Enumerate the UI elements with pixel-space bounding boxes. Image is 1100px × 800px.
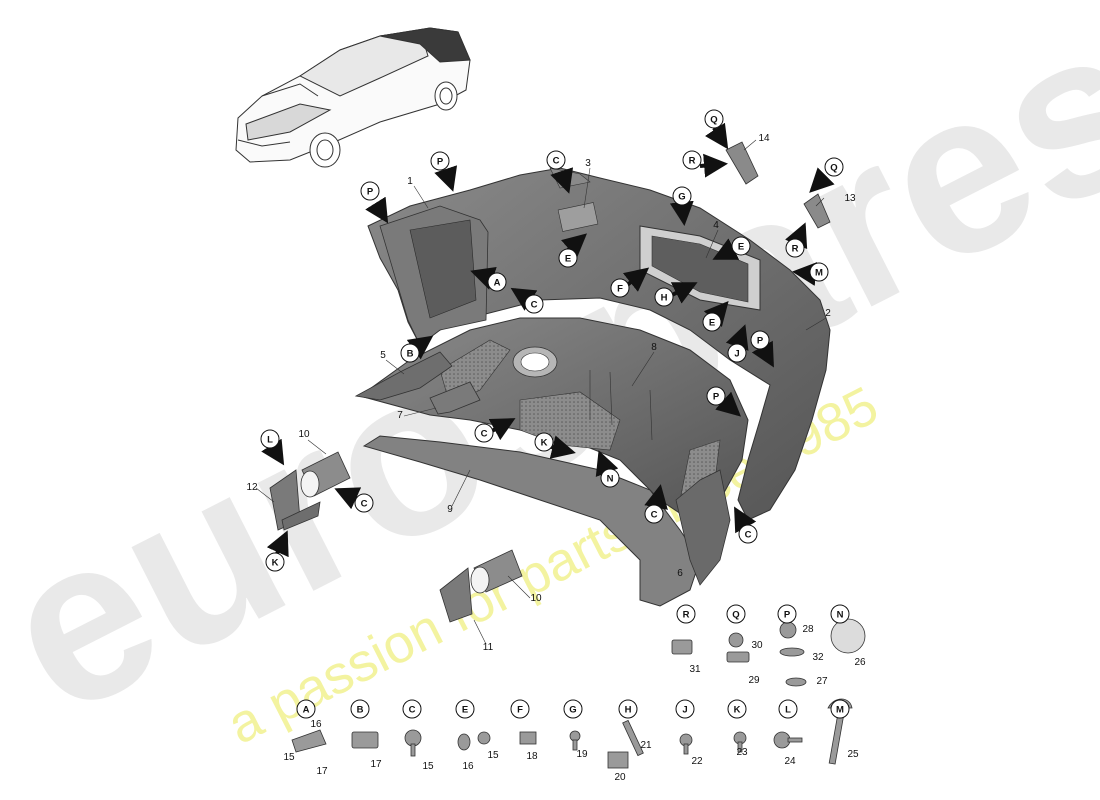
part-label-21: 21 [640, 740, 652, 751]
leader-arrows [261, 122, 835, 558]
part-label-24: 24 [784, 756, 796, 767]
part-label-16: 16 [462, 761, 474, 772]
part-label-26: 26 [854, 657, 866, 668]
callout-letters: P P C E A C B Q R Q R G F E H E M J P P … [267, 115, 844, 716]
part-label-10: 10 [298, 429, 310, 440]
part-label-6: 6 [677, 568, 683, 579]
legend-letter-h: H [625, 705, 632, 716]
callout-j: J [734, 349, 739, 360]
legend-letter-l: L [785, 705, 791, 716]
legend-letter-n: N [837, 610, 844, 621]
part-label-5: 5 [380, 350, 386, 361]
rear-diffuser [358, 317, 749, 521]
part-label-10: 10 [530, 593, 542, 604]
legend-letter-e: E [462, 705, 468, 716]
fastener-icons [291, 618, 866, 769]
legend-letter-g: G [569, 705, 576, 716]
callout-f: F [617, 284, 623, 295]
reflectors [725, 141, 831, 229]
callout-m: M [815, 268, 823, 279]
part-label-15: 15 [487, 750, 499, 761]
callout-c: C [553, 156, 560, 167]
callout-q: Q [710, 115, 717, 126]
callout-p: P [437, 157, 444, 168]
callout-p: P [367, 187, 374, 198]
callout-c: C [531, 300, 538, 311]
part-label-30: 30 [751, 640, 763, 651]
part-label-17: 17 [370, 759, 382, 770]
part-label-31: 31 [689, 664, 701, 675]
callout-c: C [651, 510, 658, 521]
callout-n: N [607, 474, 614, 485]
part-label-15: 15 [422, 761, 434, 772]
callout-r: R [792, 244, 799, 255]
callout-h: H [661, 293, 668, 304]
legend-letter-j: J [682, 705, 687, 716]
part-label-18: 18 [526, 751, 538, 762]
legend-letter-k: K [734, 705, 741, 716]
callout-r: R [689, 156, 696, 167]
part-label-29: 29 [748, 675, 760, 686]
callout-q: Q [830, 163, 837, 174]
part-label-13: 13 [844, 193, 856, 204]
part-label-28: 28 [802, 624, 814, 635]
callout-g: G [678, 192, 685, 203]
legend-letter-p: P [784, 610, 791, 621]
legend-letter-c: C [409, 705, 416, 716]
part-label-3: 3 [585, 158, 591, 169]
vehicle-overview-illustration [235, 27, 471, 168]
legend-letter-q: Q [732, 610, 739, 621]
part-label-12: 12 [246, 482, 258, 493]
callout-e: E [565, 254, 571, 265]
callout-k: K [541, 438, 548, 449]
part-label-4: 4 [713, 220, 719, 231]
part-label-15: 15 [283, 752, 295, 763]
part-numbers: 1 2 3 4 5 6 7 8 9 10 10 11 12 13 14 15 1… [246, 133, 866, 783]
callout-p: P [713, 392, 720, 403]
callout-l: L [267, 435, 273, 446]
part-label-9: 9 [447, 504, 453, 515]
part-label-1: 1 [407, 176, 413, 187]
part-label-27: 27 [816, 676, 828, 687]
part-label-7: 7 [397, 410, 403, 421]
part-label-23: 23 [736, 747, 748, 758]
exhaust-tips [269, 451, 523, 623]
callout-c: C [745, 530, 752, 541]
part-label-22: 22 [691, 756, 703, 767]
legend-letter-m: M [836, 705, 844, 716]
callout-p: P [757, 336, 764, 347]
legend-letter-r: R [683, 610, 690, 621]
callout-e: E [738, 242, 744, 253]
part-label-14: 14 [758, 133, 770, 144]
side-trims [354, 351, 731, 586]
callout-k: K [272, 558, 279, 569]
part-label-19: 19 [576, 749, 588, 760]
callout-b: B [407, 349, 414, 360]
part-label-20: 20 [614, 772, 626, 783]
part-label-11: 11 [483, 642, 494, 653]
part-label-17: 17 [316, 766, 328, 777]
callout-e: E [709, 318, 715, 329]
callout-c: C [361, 499, 368, 510]
callout-a: A [494, 278, 501, 289]
legend-letter-f: F [517, 705, 523, 716]
part-label-25: 25 [847, 749, 859, 760]
callout-c: C [481, 429, 488, 440]
part-label-16: 16 [310, 719, 322, 730]
part-number-leaders [255, 139, 827, 645]
callout-circles [260, 109, 850, 719]
legend-letter-a: A [303, 705, 310, 716]
legend-letter-b: B [357, 705, 364, 716]
part-label-32: 32 [812, 652, 824, 663]
part-label-8: 8 [651, 342, 657, 353]
part-label-2: 2 [825, 308, 831, 319]
